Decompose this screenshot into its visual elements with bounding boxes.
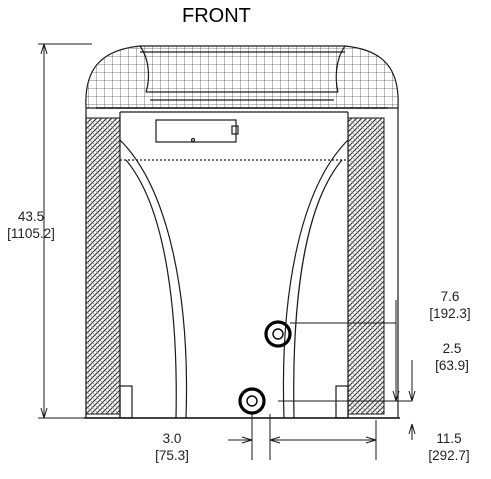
height-dimension: 43.5 [1105.2]	[4, 210, 58, 240]
bottom-offset-dimension: 3.0 [75.3]	[142, 432, 202, 462]
side-offset-value: 11.5	[436, 431, 462, 446]
upper-connection-metric: [192.3]	[429, 305, 471, 321]
bottom-offset-value: 3.0	[162, 431, 182, 446]
height-value: 43.5	[17, 209, 45, 224]
dimension-lines	[38, 43, 416, 460]
left-grille	[85, 117, 121, 415]
lower-connection-metric: [63.9]	[435, 357, 469, 373]
cabinet	[84, 108, 400, 419]
lower-connection-value: 2.5	[442, 341, 462, 356]
side-offset-metric: [292.7]	[428, 447, 470, 463]
upper-connection-value: 7.6	[440, 289, 460, 304]
fan-top	[85, 45, 399, 109]
lower-connection-dimension: 2.5 [63.9]	[424, 342, 480, 372]
view-title: FRONT	[182, 5, 251, 27]
right-grille	[347, 117, 385, 415]
connection-lower	[238, 387, 266, 415]
height-metric: [1105.2]	[7, 225, 55, 241]
side-offset-dimension: 11.5 [292.7]	[412, 432, 486, 462]
connection-upper	[264, 320, 292, 348]
bottom-offset-metric: [75.3]	[155, 447, 189, 463]
upper-connection-dimension: 7.6 [192.3]	[420, 290, 480, 320]
